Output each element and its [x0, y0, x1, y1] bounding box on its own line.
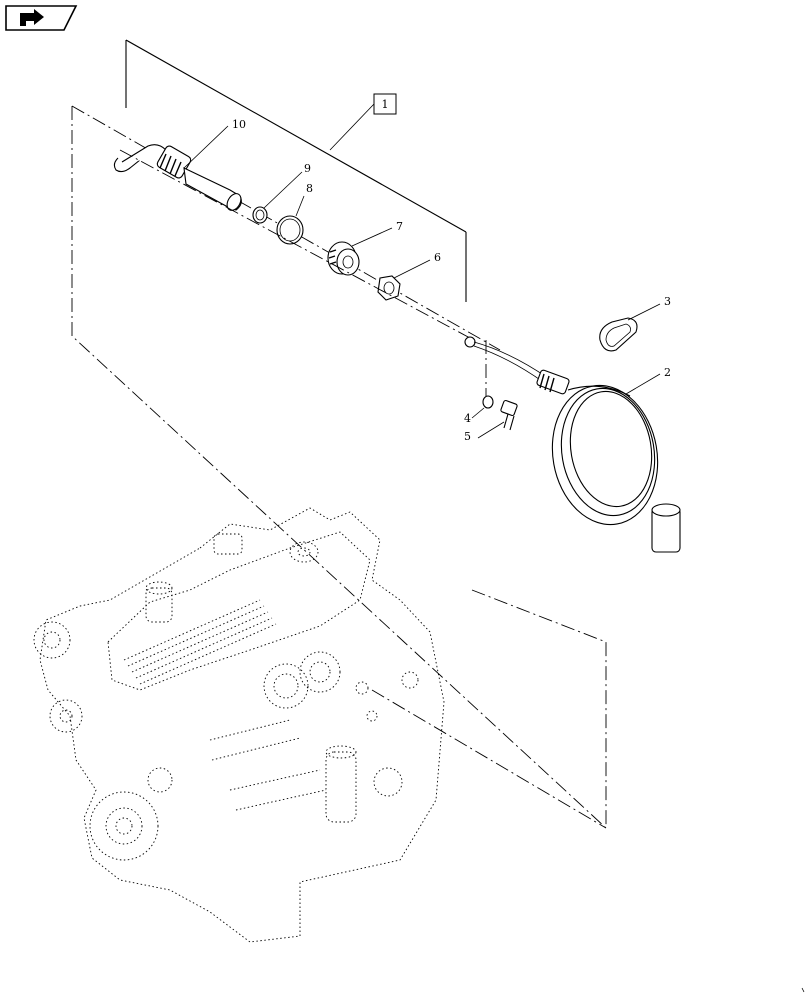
- part-7-adapter-fitting[interactable]: [327, 241, 360, 276]
- part-4-washer[interactable]: [482, 395, 494, 409]
- part-8-large-o-ring[interactable]: [276, 215, 304, 245]
- callout-2[interactable]: 2: [625, 366, 671, 395]
- callout-6[interactable]: 6: [393, 251, 441, 279]
- callout-2-label: 2: [664, 366, 671, 379]
- callout-7[interactable]: 7: [351, 220, 403, 247]
- part-10-heater-element[interactable]: [113, 144, 243, 213]
- callout-9[interactable]: 9: [263, 162, 311, 209]
- next-page-button[interactable]: [4, 4, 78, 32]
- part-6-hex-nut[interactable]: [377, 275, 401, 301]
- part-9-small-o-ring[interactable]: [252, 206, 268, 224]
- mounting-envelope: [71, 105, 607, 830]
- callout-3[interactable]: 3: [627, 295, 671, 321]
- callout-10[interactable]: 10: [183, 118, 246, 169]
- callout-3-label: 3: [664, 295, 671, 308]
- callout-5-label: 5: [464, 430, 471, 443]
- callout-assembly[interactable]: 1: [373, 93, 397, 115]
- callout-assembly-label: 1: [382, 98, 389, 111]
- callout-4[interactable]: 4: [464, 407, 485, 425]
- callout-7-label: 7: [396, 220, 403, 233]
- callout-10-label: 10: [232, 118, 246, 131]
- engine-phantom-outline: [33, 507, 445, 943]
- callout-8-label: 8: [306, 182, 313, 195]
- mounting-leader: [371, 689, 607, 829]
- parts-axis: [119, 149, 471, 339]
- callout-6-label: 6: [434, 251, 441, 264]
- callout-4-label: 4: [464, 412, 471, 425]
- part-2-power-cord[interactable]: [464, 336, 681, 553]
- corner-mark: [801, 987, 805, 993]
- part-3-cord-clip[interactable]: [599, 317, 638, 352]
- callout-9-label: 9: [304, 162, 311, 175]
- callout-5[interactable]: 5: [464, 421, 505, 443]
- next-page-arrow-icon: [5, 5, 78, 31]
- assembly-bracket: [125, 39, 467, 302]
- part-5-bolt[interactable]: [500, 399, 518, 431]
- callout-8[interactable]: 8: [295, 182, 313, 217]
